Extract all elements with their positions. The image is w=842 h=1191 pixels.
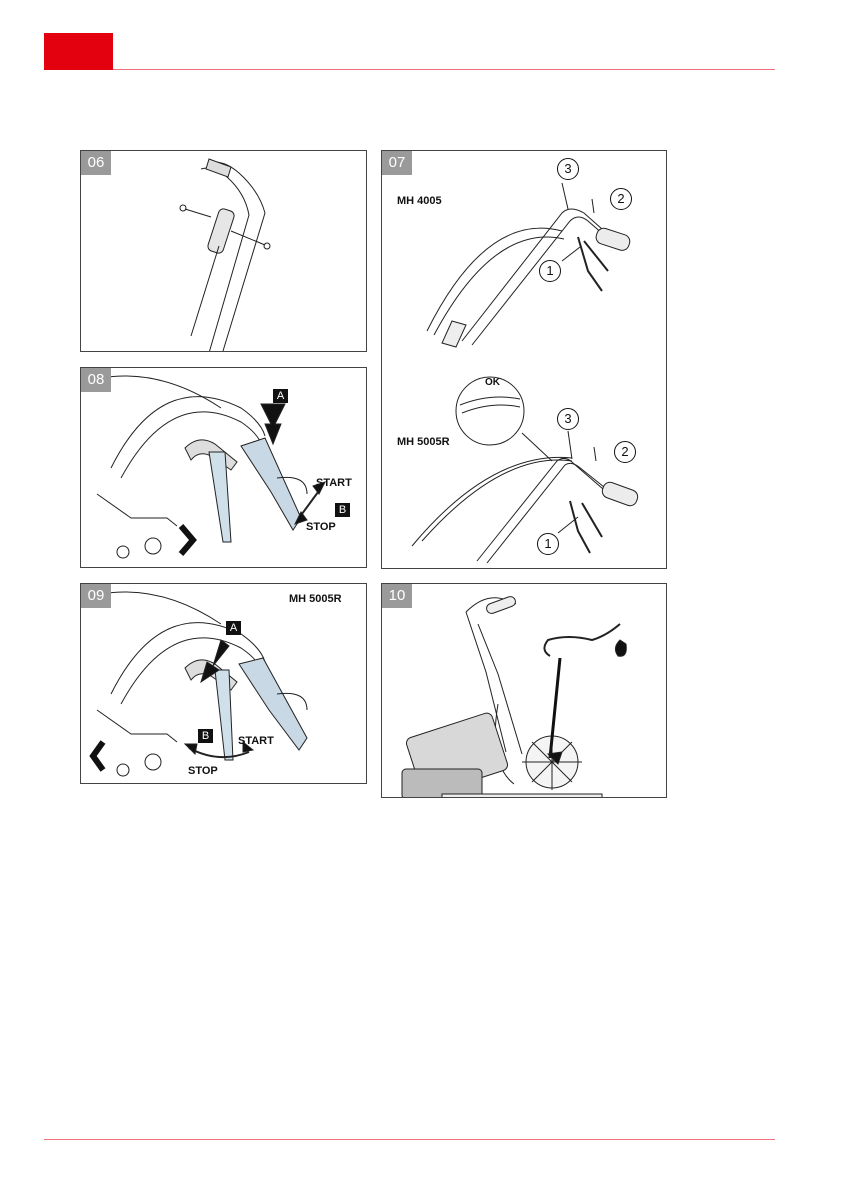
stop-label: STOP [306,521,336,533]
model-label: MH 5005R [289,593,342,605]
label-b: B [198,729,213,743]
handle-lever-illustration [411,182,639,564]
stop-lever-illustration [89,591,308,777]
panel-number: 07 [382,151,412,175]
callout-3-top: 3 [557,158,579,180]
figure-panel-09: 09 MH 5005R A B START STOP [80,583,367,784]
callout-3-bottom: 3 [557,408,579,430]
callout-2-top: 2 [610,188,632,210]
stop-label: STOP [188,765,218,777]
model-label-top: MH 4005 [397,195,442,207]
figure-panel-08: 08 A B START STOP [80,367,367,568]
label-a: A [273,389,288,403]
panel-number: 06 [81,151,111,175]
callout-1-bottom: 1 [537,533,559,555]
header-red-tab [44,33,113,70]
panel-number: 08 [81,368,111,392]
panel-number: 10 [382,584,412,608]
figure-panel-06: 06 [80,150,367,352]
label-b: B [335,503,350,517]
callout-2-bottom: 2 [614,441,636,463]
ok-label: OK [485,377,500,388]
start-label: START [316,477,352,489]
start-label: START [238,735,274,747]
start-lever-illustration [96,375,326,559]
callout-1-top: 1 [539,260,561,282]
label-a: A [226,621,241,635]
figure-panel-07: 07 MH 4005 MH 5005R OK 3 2 1 3 2 1 [381,150,667,569]
handle-bolt-illustration [179,158,271,351]
footer-rule [44,1139,775,1140]
tiller-lubrication-illustration [401,596,627,797]
model-label-bottom: MH 5005R [397,436,450,448]
figure-panel-10: 10 [381,583,667,798]
panel-number: 09 [81,584,111,608]
header-rule [113,69,775,70]
